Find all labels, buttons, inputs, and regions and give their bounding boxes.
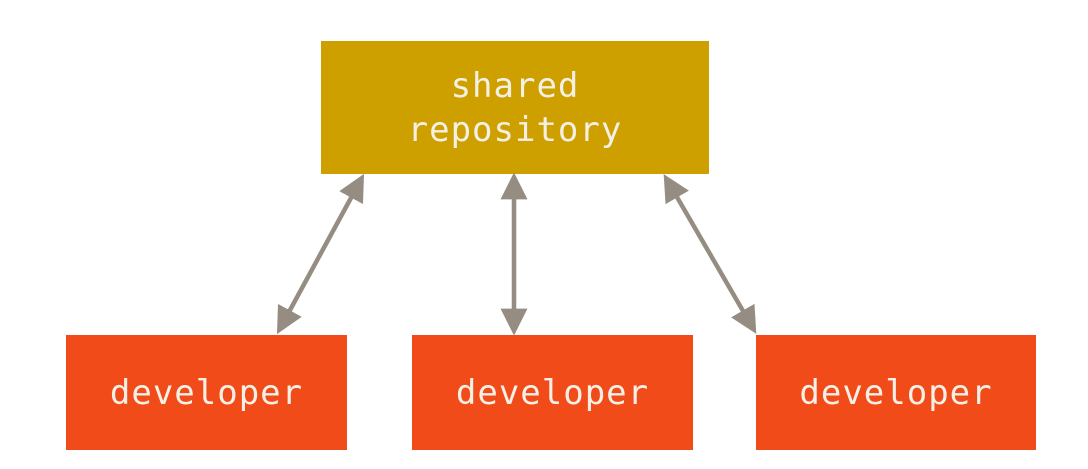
- developer-box-2: developer: [412, 335, 693, 450]
- developer-box-3: developer: [756, 335, 1036, 450]
- developer-box-1: developer: [66, 335, 347, 450]
- developer-label-1: developer: [109, 372, 304, 413]
- shared-repository-label: shared repository: [407, 65, 623, 150]
- developer-label-3: developer: [799, 372, 993, 413]
- arrow-developer-1-repository: [276, 173, 365, 335]
- developer-label-2: developer: [455, 372, 650, 413]
- shared-repository-box: shared repository: [321, 41, 709, 174]
- arrow-developer-3-repository: [663, 174, 757, 334]
